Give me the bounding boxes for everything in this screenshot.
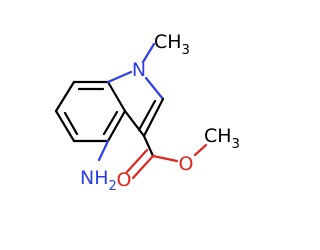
- bond-carbonyl-c-o-double-1: [131, 154, 155, 180]
- ring-nitrogen-label: N: [132, 59, 146, 81]
- bond-carbonyl-c-o-single: [151, 154, 179, 163]
- ester-group: [125, 134, 208, 180]
- ester-methyl-subscript: 3: [232, 137, 240, 152]
- n-methyl-label: CH3: [154, 31, 190, 58]
- ester-methyl-symbol: CH: [204, 125, 232, 147]
- bond-c3-carbonyl-c: [142, 134, 155, 158]
- double-bond-c2-c3: [137, 99, 157, 132]
- bond-c3a-c4: [106, 109, 127, 143]
- bond-o-methyl: [193, 143, 208, 157]
- bond-c7a-n1: [106, 70, 133, 84]
- amino-label: NH2: [80, 167, 117, 194]
- pyrrole-ring: [106, 70, 165, 138]
- bond-carbonyl-c-o-double-2: [125, 148, 149, 174]
- benzene-ring: [54, 80, 127, 143]
- bond-c5-c6: [54, 109, 76, 143]
- bond-c2-c3: [142, 97, 165, 138]
- double-bond-c3a-c4: [102, 110, 119, 136]
- ester-oxygen-label: O: [179, 153, 194, 175]
- amino-subscript: 2: [109, 179, 117, 194]
- molecule-structure: N CH3 NH2 O O CH3: [54, 31, 240, 194]
- bond-c6-c7: [54, 80, 76, 113]
- ester-methyl-label: CH3: [204, 125, 240, 152]
- n-methyl-symbol: CH: [154, 31, 182, 53]
- n-methyl-subscript: 3: [182, 43, 190, 58]
- double-bond-c5-c6: [63, 111, 79, 136]
- bond-c7a-c3a: [106, 80, 127, 113]
- bond-c3-c3a: [123, 109, 146, 138]
- carbonyl-oxygen-label: O: [117, 169, 132, 191]
- bond-c4-amino: [97, 139, 110, 162]
- bond-n1-methyl: [141, 42, 156, 64]
- amino-symbol: NH: [80, 167, 109, 189]
- bond-n1-c2: [144, 76, 165, 101]
